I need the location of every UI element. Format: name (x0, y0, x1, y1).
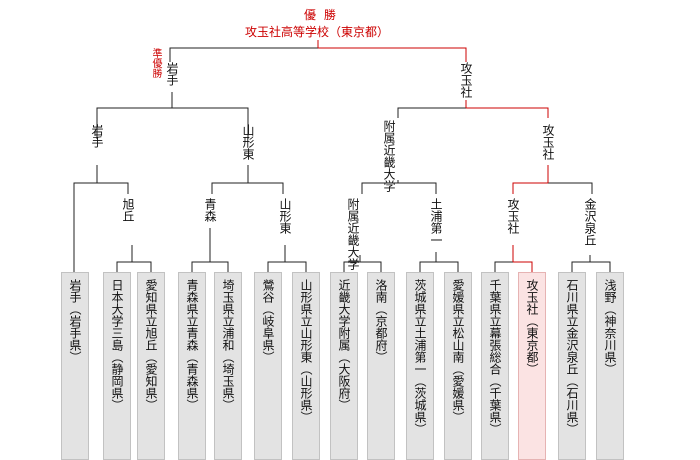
quarterfinal-team: 附属近畿大学 (346, 198, 360, 270)
team-column: 近畿大学附属（大阪府） (330, 272, 358, 460)
champion-label: 優 勝 (304, 8, 338, 22)
champion-team-column: 攻玉社（東京都） (518, 272, 546, 460)
team-column: 岩手（岩手県） (61, 272, 89, 460)
semi-right-connector (397, 107, 549, 118)
champion-name: 攻玉社高等学校（東京都） (245, 25, 390, 39)
team-name: 埼玉県立浦和（埼玉県） (221, 279, 235, 411)
r16-4-connector (267, 261, 307, 272)
team-name: 近畿大学附属（大阪府） (337, 279, 351, 411)
r16-8-connector (571, 261, 611, 272)
qf-1-connector (73, 182, 129, 272)
team-name: 愛媛県立松山南（愛媛県） (451, 279, 465, 423)
team-name: 石川県立金沢泉丘（石川県） (565, 279, 579, 435)
team-column: 茨城県立土浦第一（茨城県） (406, 272, 434, 460)
team-column: 日本大学三島（静岡県） (103, 272, 131, 460)
semi-left-connector (96, 107, 249, 139)
quarterfinal-team: 金沢泉丘 (583, 198, 597, 246)
team-column: 千葉県立幕張総合（千葉県） (481, 272, 509, 460)
team-name: 洛南（京都府） (374, 279, 388, 363)
final-winner-path (318, 47, 467, 62)
team-column: 愛媛県立松山南（愛媛県） (444, 272, 472, 460)
team-name: 千葉県立幕張総合（千葉県） (488, 279, 502, 435)
quarterfinal-team: 旭丘 (121, 198, 135, 222)
r16-2-connector (116, 261, 152, 272)
r16-winner-path (513, 261, 533, 272)
quarterfinal-team: 山形東 (278, 198, 292, 234)
semifinal-team: 附属近畿大学 (382, 120, 396, 192)
quarterfinal-team: 土浦第一 (429, 198, 443, 246)
qf-2-connector (211, 182, 284, 194)
team-name: 攻玉社（東京都） (525, 279, 539, 375)
team-column: 愛知県立旭丘（愛知県） (137, 272, 165, 460)
team-name: 山形県立山形東（山形県） (299, 279, 313, 423)
final-right-team: 攻玉社 (459, 62, 473, 98)
team-column: 青森県立青森（青森県） (178, 272, 206, 460)
qf-winner-path (512, 182, 548, 194)
semifinal-team: 山形東 (241, 124, 255, 160)
qf-4-right-connector (548, 182, 593, 194)
r16-3-connector (191, 261, 229, 272)
team-name: 鶯谷（岐阜県） (261, 279, 275, 363)
team-column: 埼玉県立浦和（埼玉県） (214, 272, 242, 460)
team-column: 洛南（京都府） (367, 272, 395, 460)
team-column: 鶯谷（岐阜県） (254, 272, 282, 460)
team-column: 石川県立金沢泉丘（石川県） (558, 272, 586, 460)
r16-6-connector (419, 261, 459, 272)
team-name: 日本大学三島（静岡県） (110, 279, 124, 411)
qf-3-connector (361, 182, 437, 194)
team-name: 愛知県立旭丘（愛知県） (144, 279, 158, 411)
final-connector (169, 47, 467, 62)
quarterfinal-team: 青森 (203, 198, 217, 222)
team-name: 岩手（岩手県） (68, 279, 82, 363)
team-column: 浅野（神奈川県） (596, 272, 624, 460)
team-name: 浅野（神奈川県） (603, 279, 617, 375)
quarterfinal-team: 攻玉社 (506, 198, 520, 234)
r16-5-connector (343, 261, 382, 272)
team-column: 山形県立山形東（山形県） (292, 272, 320, 460)
team-name: 茨城県立土浦第一（茨城県） (413, 279, 427, 435)
semifinal-team: 岩手 (90, 124, 104, 148)
runner-up-label: 準優勝 (150, 48, 161, 78)
team-name: 青森県立青森（青森県） (185, 279, 199, 411)
final-left-team: 岩手 (165, 62, 179, 86)
semi-winner-path (466, 107, 549, 118)
r16-7-left-connector (494, 261, 513, 272)
semifinal-team: 攻玉社 (541, 124, 555, 160)
